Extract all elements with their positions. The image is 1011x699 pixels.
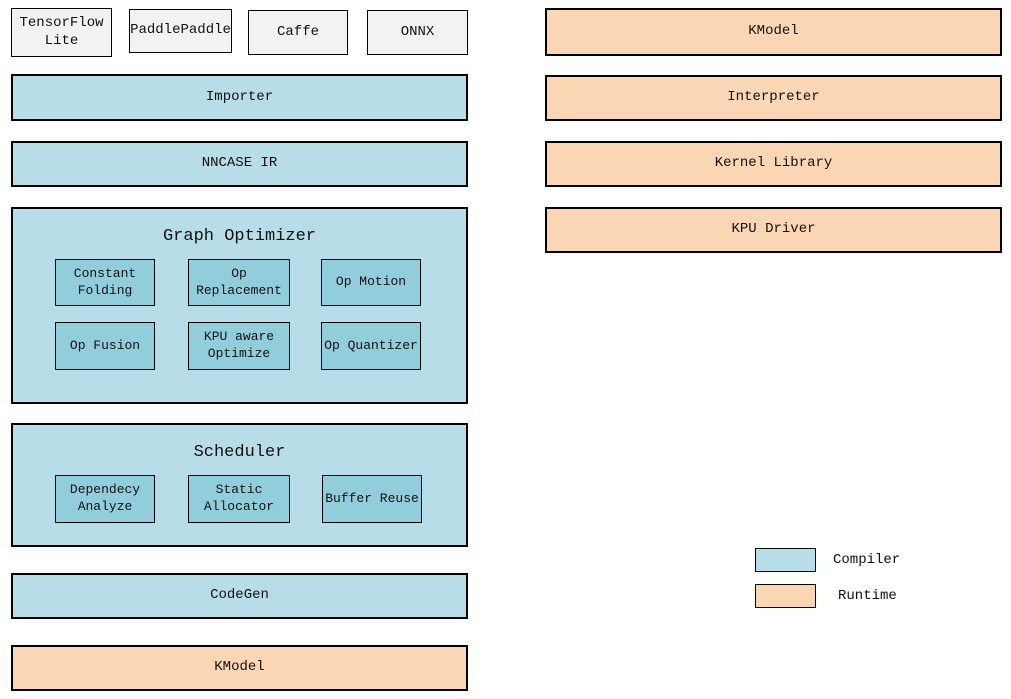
- runtime-label: Kernel Library: [714, 155, 833, 172]
- pass-box-op-replacement: Op Replacement: [188, 259, 290, 306]
- pass-box-op-quantizer: Op Quantizer: [321, 322, 421, 370]
- legend-label-runtime: Runtime: [838, 588, 897, 604]
- scheduler-title: Scheduler: [193, 443, 286, 462]
- graph-optimizer-box: Graph Optimizer Constant Folding Op Repl…: [11, 207, 468, 404]
- pass-label: KPU aware Optimize: [203, 329, 275, 361]
- pass-box-op-motion: Op Motion: [321, 259, 421, 306]
- nncase-ir-label: NNCASE IR: [201, 155, 278, 172]
- framework-label: Caffe: [276, 23, 319, 40]
- legend-label-compiler: Compiler: [833, 552, 901, 568]
- legend-swatch-compiler: [755, 548, 816, 572]
- pass-label: Buffer Reuse: [325, 490, 419, 506]
- kmodel-output-box: KModel: [11, 645, 468, 691]
- nncase-ir-box: NNCASE IR: [11, 141, 468, 187]
- framework-label: TensorFlow Lite: [19, 15, 104, 49]
- framework-box-tensorflow-lite: TensorFlow Lite: [11, 8, 112, 57]
- pass-label: Op Replacement: [196, 265, 282, 298]
- pass-box-buffer-reuse: Buffer Reuse: [322, 475, 422, 523]
- kmodel-output-label: KModel: [214, 659, 265, 676]
- framework-label: PaddlePaddle: [130, 22, 231, 39]
- scheduler-box: Scheduler Dependecy Analyze Static Alloc…: [11, 423, 468, 547]
- pass-label: Constant Folding: [73, 265, 137, 298]
- pass-box-constant-folding: Constant Folding: [55, 259, 155, 306]
- pass-box-op-fusion: Op Fusion: [55, 322, 155, 370]
- importer-box: Importer: [11, 74, 468, 121]
- runtime-box-interpreter: Interpreter: [545, 75, 1002, 121]
- graph-optimizer-title: Graph Optimizer: [162, 227, 317, 246]
- runtime-label: Interpreter: [727, 89, 820, 106]
- runtime-box-kernel-library: Kernel Library: [545, 141, 1002, 187]
- legend-swatch-runtime: [755, 584, 816, 608]
- codegen-label: CodeGen: [210, 587, 269, 604]
- framework-box-onnx: ONNX: [367, 10, 468, 55]
- framework-box-paddlepaddle: PaddlePaddle: [129, 9, 232, 53]
- pass-label: Static Allocator: [203, 482, 275, 514]
- pass-label: Op Quantizer: [324, 337, 418, 353]
- framework-label: ONNX: [400, 23, 435, 40]
- pass-box-static-allocator: Static Allocator: [188, 475, 290, 523]
- runtime-label: KModel: [748, 23, 799, 40]
- pass-label: Dependecy Analyze: [69, 482, 141, 514]
- codegen-box: CodeGen: [11, 573, 468, 619]
- runtime-box-kpu-driver: KPU Driver: [545, 207, 1002, 253]
- pass-label: Op Motion: [335, 274, 407, 290]
- pass-label: Op Fusion: [69, 337, 141, 353]
- pass-box-dependecy-analyze: Dependecy Analyze: [55, 475, 155, 523]
- pass-box-kpu-aware-optimize: KPU aware Optimize: [188, 322, 290, 370]
- runtime-label: KPU Driver: [731, 221, 816, 238]
- runtime-box-kmodel: KModel: [545, 8, 1002, 56]
- importer-label: Importer: [205, 88, 274, 105]
- framework-box-caffe: Caffe: [248, 10, 348, 55]
